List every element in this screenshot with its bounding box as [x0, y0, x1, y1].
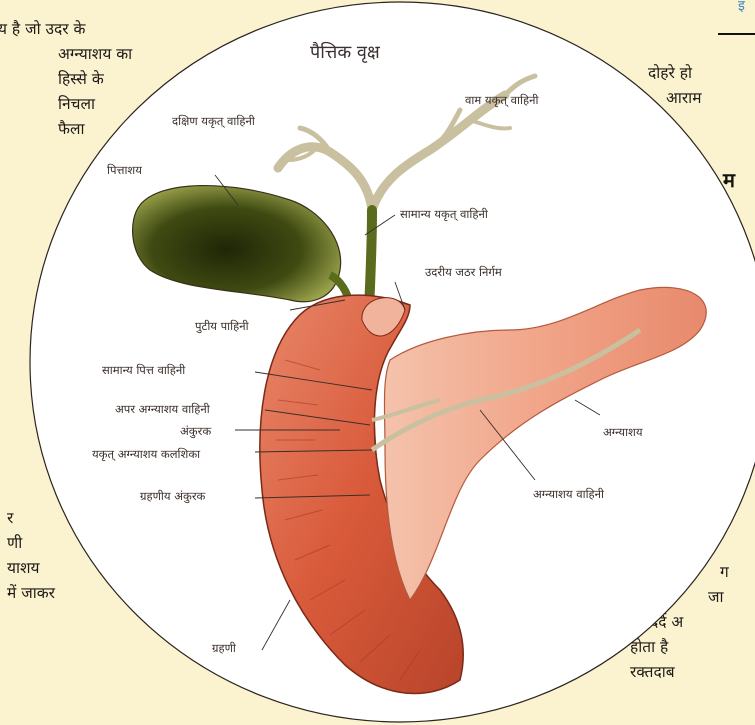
label-hepatopancreatic-ampulla: यकृत् अग्न्याशय कलशिका — [92, 447, 201, 462]
label-common-hepatic-duct: सामान्य यकृत् वाहिनी — [400, 207, 489, 222]
label-duodenum: ग्रहणी — [212, 641, 237, 655]
label-common-bile-duct: सामान्य पित्त वाहिनी — [102, 363, 186, 377]
label-cystic-duct: पुटीय पाहिनी — [195, 319, 250, 334]
label-gallbladder: पित्ताशय — [107, 163, 142, 177]
label-papilla: अंकुरक — [180, 424, 211, 439]
label-pylorus: उदरीय जठर निर्गम — [425, 265, 503, 279]
label-left-hepatic-duct: वाम यकृत् वाहिनी — [465, 93, 539, 108]
label-accessory-pancreatic-duct: अपर अग्न्याशय वाहिनी — [115, 402, 211, 416]
diagram-title: पैत्तिक वृक्ष — [310, 41, 381, 63]
label-pancreatic-duct: अग्न्याशय वाहिनी — [533, 487, 605, 501]
label-duodenal-papilla: ग्रहणीय अंकुरक — [140, 489, 206, 504]
label-pancreas: अग्न्याशय — [603, 425, 643, 439]
label-right-hepatic-duct: दक्षिण यकृत् वाहिनी — [172, 114, 256, 129]
